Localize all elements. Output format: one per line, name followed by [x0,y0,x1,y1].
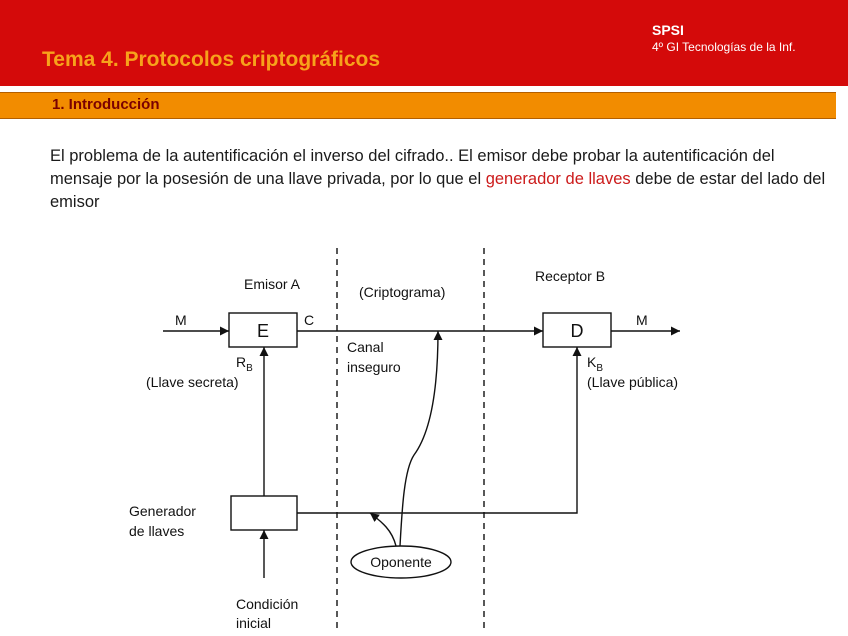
rb-label: RB [236,354,253,374]
arrow-opponent-to-keyline [369,512,397,547]
decryptor-label: D [571,321,584,341]
body-text-part2: debe de estar del lado del emisor [50,170,826,211]
header-bar: Tema 4. Protocolos criptográficos SPSI 4… [0,0,848,86]
opponent-ellipse [350,545,452,579]
body-paragraph: El problema de la autentificación el inv… [50,145,830,214]
arrow-generator-to-d [297,347,582,514]
brand-label: SPSI [652,22,684,38]
body-highlight: generador de llaves [485,170,631,188]
key-generator-box [230,495,298,531]
condicion-label-line1: Condición [236,596,298,612]
emisor-label: Emisor A [244,276,301,292]
criptograma-label: (Criptograma) [359,284,445,300]
generador-label-line2: de llaves [129,523,184,539]
encryptor-label: E [257,321,269,341]
decryptor-box [542,312,612,348]
course-subtitle: 4º GI Tecnologías de la Inf. [652,40,796,54]
section-title: 1. Introducción [52,96,160,113]
condicion-label-line2: inicial [236,615,271,631]
canal-label: Canal [347,339,384,355]
llave-publica-label: (Llave pública) [587,374,678,390]
kb-label: KB [587,354,603,374]
page-title: Tema 4. Protocolos criptográficos [42,48,381,71]
section-bar: 1. Introducción [0,92,836,119]
receptor-label: Receptor B [535,268,605,284]
inseguro-label: inseguro [347,359,401,375]
llave-secreta-label: (Llave secreta) [146,374,239,390]
generador-label-line1: Generador [129,503,196,519]
arrow-opponent-to-channel [399,330,443,547]
message-in-label: M [175,312,187,328]
body-text-part1: El problema de la autentificación el inv… [50,147,775,188]
message-out-label: M [636,312,648,328]
oponente-label: Oponente [370,554,432,570]
ciphertext-label: C [304,312,314,328]
